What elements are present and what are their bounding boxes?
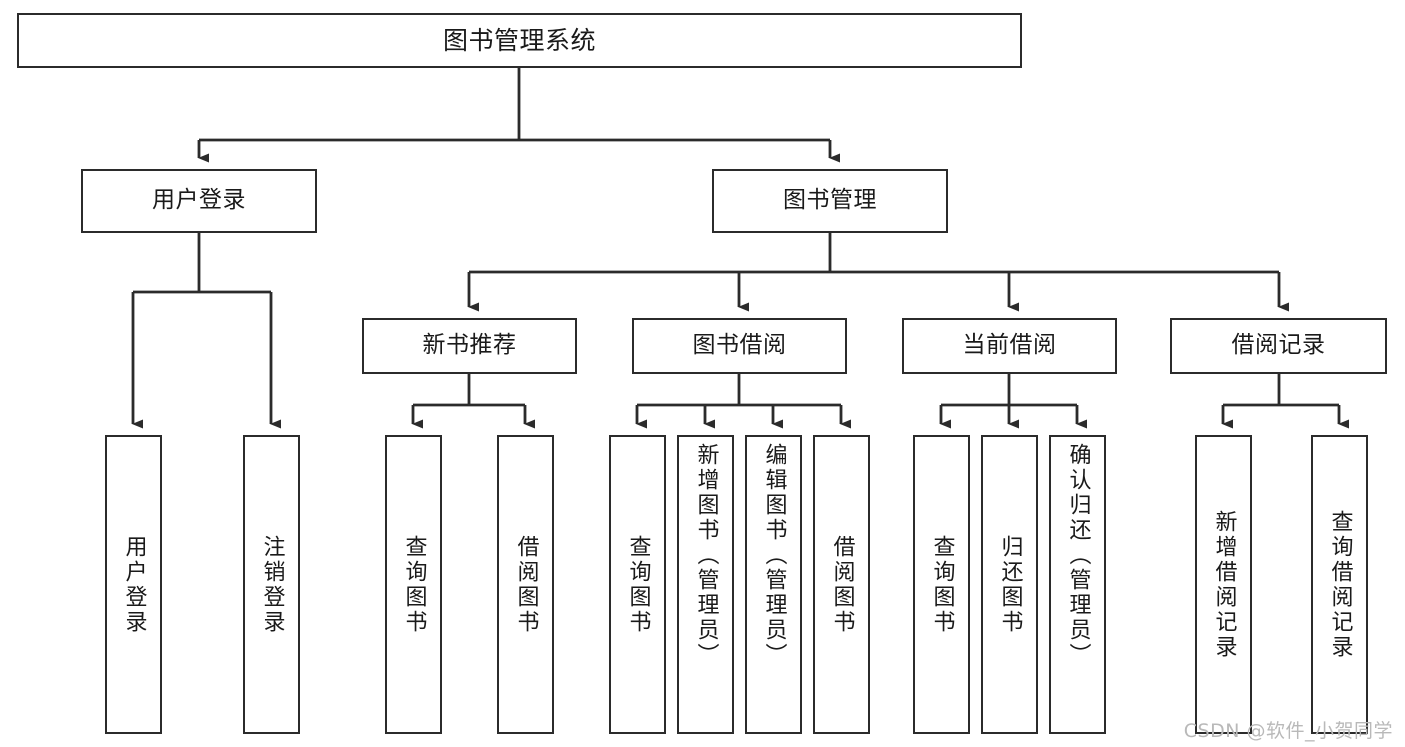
- leaf-book-borrow-lend[interactable]: 借阅图书: [813, 435, 870, 734]
- leaf-book-borrow-add[interactable]: 新增图书（管理员）: [677, 435, 734, 734]
- node-label: 图书管理系统: [442, 25, 596, 55]
- node-label: 注销登录: [259, 534, 285, 635]
- node-book-borrow[interactable]: 图书借阅: [632, 318, 847, 374]
- node-label: 当前借阅: [962, 332, 1057, 359]
- node-label: 用户登录: [121, 534, 147, 635]
- node-label: 借阅图书: [829, 534, 855, 635]
- leaf-new-book-borrow[interactable]: 借阅图书: [497, 435, 554, 734]
- leaf-current-borrow-return[interactable]: 归还图书: [981, 435, 1038, 734]
- leaf-new-book-query[interactable]: 查询图书: [385, 435, 442, 734]
- leaf-book-borrow-edit[interactable]: 编辑图书（管理员）: [745, 435, 802, 734]
- node-label: 编辑图书（管理员）: [761, 443, 787, 668]
- node-book-management[interactable]: 图书管理: [712, 169, 948, 233]
- node-label: 新书推荐: [422, 332, 517, 359]
- node-label: 用户登录: [152, 187, 246, 214]
- leaf-borrow-record-query[interactable]: 查询借阅记录: [1311, 435, 1368, 734]
- leaf-user-login-logout[interactable]: 注销登录: [243, 435, 300, 734]
- node-label: 图书借阅: [692, 332, 787, 359]
- node-label: 图书管理: [783, 187, 877, 214]
- leaf-current-borrow-query[interactable]: 查询图书: [913, 435, 970, 734]
- leaf-current-borrow-confirm-return[interactable]: 确认归还（管理员）: [1049, 435, 1106, 734]
- node-current-borrow[interactable]: 当前借阅: [902, 318, 1117, 374]
- node-label: 查询图书: [929, 534, 955, 635]
- node-label: 查询借阅记录: [1327, 509, 1353, 660]
- leaf-user-login-login[interactable]: 用户登录: [105, 435, 162, 734]
- leaf-borrow-record-add[interactable]: 新增借阅记录: [1195, 435, 1252, 734]
- node-label: 新增借阅记录: [1211, 509, 1237, 660]
- node-label: 确认归还（管理员）: [1065, 443, 1091, 668]
- watermark: CSDN @软件_小贺同学: [1183, 720, 1393, 742]
- node-label: 查询图书: [401, 534, 427, 635]
- node-label: 新增图书（管理员）: [693, 443, 719, 668]
- leaf-book-borrow-query[interactable]: 查询图书: [609, 435, 666, 734]
- node-new-book-recommend[interactable]: 新书推荐: [362, 318, 577, 374]
- node-borrow-record[interactable]: 借阅记录: [1170, 318, 1387, 374]
- node-label: 归还图书: [997, 534, 1023, 635]
- node-user-login[interactable]: 用户登录: [81, 169, 317, 233]
- node-label: 借阅记录: [1231, 332, 1326, 359]
- node-root-system[interactable]: 图书管理系统: [17, 13, 1022, 68]
- node-label: 借阅图书: [513, 534, 539, 635]
- node-label: 查询图书: [625, 534, 651, 635]
